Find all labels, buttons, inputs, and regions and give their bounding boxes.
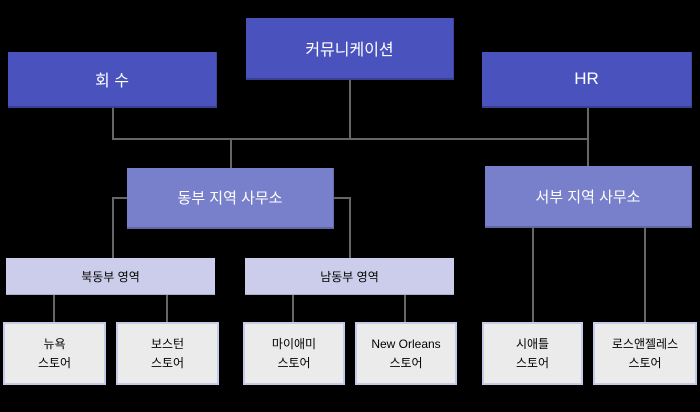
store-name: 뉴욕	[43, 336, 66, 351]
org-node-west-office-label: 서부 지역 사무소	[535, 188, 641, 206]
org-node-east-office-label: 동부 지역 사무소	[177, 190, 283, 207]
org-node-northeast-region: 북동부 영역	[6, 258, 215, 295]
connector-east-right-stub	[334, 197, 350, 199]
store-type: 스토어	[515, 355, 550, 370]
store-name: 시애틀	[515, 336, 550, 351]
org-node-west-office: 서부 지역 사무소	[485, 166, 692, 228]
org-node-northeast-region-label: 북동부 영역	[81, 269, 140, 284]
org-node-communication-label: 커뮤니케이션	[305, 42, 394, 59]
store-type: 스토어	[628, 355, 662, 370]
connector-to-northeast-region	[112, 197, 114, 258]
connector-to-southeast-region	[349, 197, 351, 258]
connector-to-los-angeles-store	[644, 228, 646, 322]
org-node-hr-label: HR	[574, 69, 599, 88]
connector-to-east-office	[230, 138, 232, 168]
connector-communication-down	[349, 80, 351, 139]
store-type: 스토어	[37, 355, 72, 370]
store-name: New Orleans	[371, 336, 441, 351]
store-type: 스토어	[150, 355, 185, 370]
store-name: 마이애미	[271, 336, 317, 351]
org-node-southeast-region: 남동부 영역	[245, 258, 454, 295]
store-type: 스토어	[277, 355, 311, 370]
connector-to-boston-store	[166, 295, 168, 322]
connector-east-left-stub	[112, 197, 128, 199]
org-node-new-york-store: 뉴욕 스토어	[3, 322, 106, 385]
connector-to-new-orleans-store	[404, 295, 406, 322]
org-node-communication: 커뮤니케이션	[246, 18, 454, 80]
org-node-boston-store: 보스턴 스토어	[116, 322, 219, 385]
org-node-hr: HR	[482, 52, 692, 108]
connector-to-new-york-store	[53, 295, 55, 322]
org-node-seattle-store: 시애틀 스토어	[482, 322, 583, 385]
org-node-los-angeles-store: 로스앤젤레스 스토어	[593, 322, 697, 385]
org-node-east-office: 동부 지역 사무소	[127, 168, 334, 229]
org-node-southeast-region-label: 남동부 영역	[320, 269, 379, 284]
connector-to-seattle-store	[532, 228, 534, 322]
connector-hr-to-west-office	[587, 108, 589, 166]
connector-to-miami-store	[292, 295, 294, 322]
connector-main-horizontal	[112, 138, 589, 140]
org-node-recall-label: 회 수	[95, 73, 129, 90]
connector-recall-down	[112, 108, 114, 140]
store-name: 로스앤젤레스	[611, 336, 679, 351]
org-node-miami-store: 마이애미 스토어	[243, 322, 345, 385]
store-name: 보스턴	[150, 336, 185, 351]
store-type: 스토어	[389, 355, 423, 370]
org-node-recall: 회 수	[8, 52, 217, 108]
org-node-new-orleans-store: New Orleans 스토어	[355, 322, 457, 385]
